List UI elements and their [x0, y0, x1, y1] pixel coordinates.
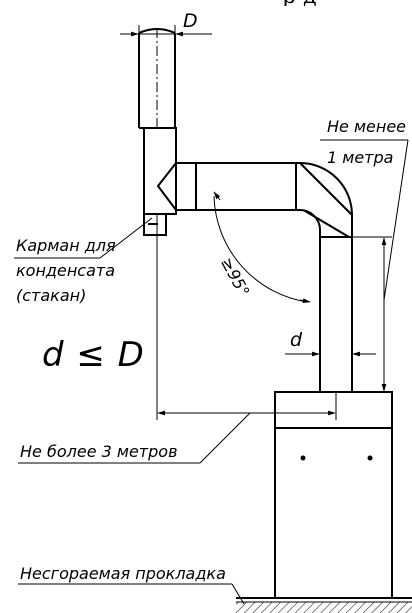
not-more-label: Не более 3 метров — [20, 442, 178, 461]
dimension-D-label: D — [183, 10, 198, 32]
dimension-angle — [213, 191, 311, 303]
formula-label: d ≤ D — [42, 335, 145, 375]
boiler — [274, 391, 393, 599]
vertical-pipe-D — [138, 28, 176, 129]
not-less-label: Не менее — [327, 117, 407, 136]
pocket-label-line1: Карман для — [16, 236, 116, 255]
tee-fitting — [143, 127, 197, 215]
horizontal-connector — [196, 162, 300, 211]
vertical-pipe-d — [319, 215, 353, 392]
condensate-pocket — [143, 213, 167, 236]
dimension-min-height — [320, 139, 409, 393]
elbow-bend — [299, 162, 353, 238]
one-meter-label: 1 метра — [327, 148, 394, 167]
pocket-label-line2: конденсата — [16, 261, 116, 280]
top-caption-fragment: р д — [0, 0, 412, 6]
fireproof-pad — [236, 597, 412, 613]
dimension-d-label: d — [290, 329, 303, 351]
pad-label: Несгораемая прокладка — [20, 564, 226, 583]
dimension-max-length — [18, 214, 337, 464]
pocket-leader — [14, 217, 153, 259]
dimension-D — [120, 25, 212, 38]
pad-leader — [18, 583, 245, 605]
pocket-label-line3: (стакан) — [16, 286, 87, 305]
